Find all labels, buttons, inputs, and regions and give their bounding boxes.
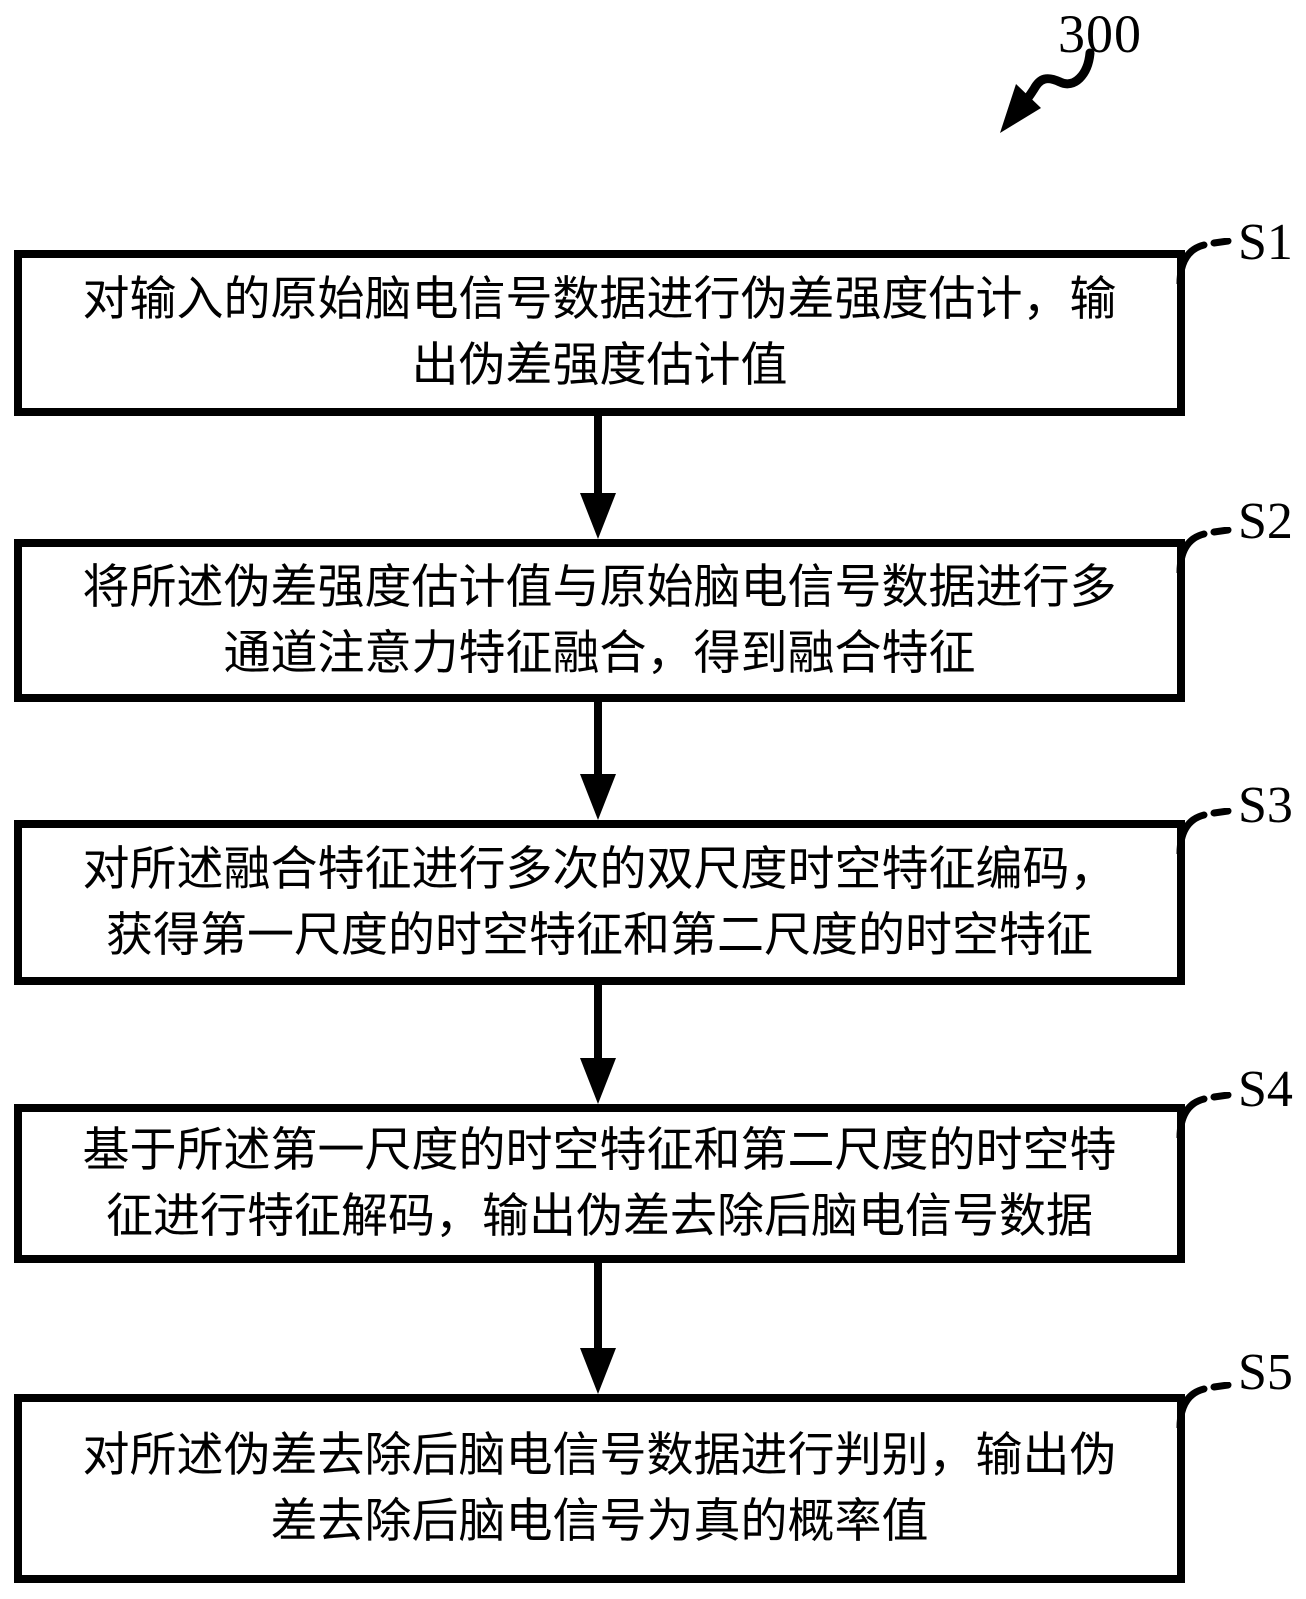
step-box-s1: 对输入的原始脑电信号数据进行伪差强度估计，输 出伪差强度估计值 (14, 250, 1185, 416)
arrow-head (580, 1058, 616, 1104)
step-label-s4: S4 (1238, 1061, 1293, 1118)
step-text-line: 对所述融合特征进行多次的双尺度时空特征编码， (82, 843, 1117, 896)
leader-line-s5-icon (1176, 1382, 1232, 1428)
step-text-line: 出伪差强度估计值 (411, 340, 788, 392)
figure-reference-squiggle-arrow-icon (1000, 48, 1095, 133)
step-text-line: 将所述伪差强度估计值与原始脑电信号数据进行多 (82, 561, 1117, 614)
leader-line-s3-icon (1176, 808, 1232, 854)
figure-reference-number: 300 (1058, 4, 1142, 64)
leader-line-s4-icon (1176, 1092, 1232, 1138)
step-text-line: 通道注意力特征融合，得到融合特征 (223, 627, 976, 680)
flow-arrow-down-icon (580, 1261, 616, 1394)
step-label-s2: S2 (1238, 493, 1293, 550)
step-text-line: 获得第一尺度的时空特征和第二尺度的时空特征 (106, 909, 1093, 962)
arrow-head (580, 493, 616, 539)
step-text-line: 差去除后脑电信号为真的概率值 (270, 1495, 929, 1548)
step-text-line: 基于所述第一尺度的时空特征和第二尺度的时空特 (82, 1124, 1117, 1177)
arrow-head (580, 774, 616, 820)
step-box-s3: 对所述融合特征进行多次的双尺度时空特征编码， 获得第一尺度的时空特征和第二尺度的… (14, 820, 1185, 985)
flow-arrow-down-icon (580, 983, 616, 1104)
arrow-head (580, 1348, 616, 1394)
arrow-shaft (594, 700, 602, 780)
step-text-line: 征进行特征解码，输出伪差去除后脑电信号数据 (106, 1190, 1093, 1243)
arrow-shaft (594, 1261, 602, 1354)
step-label-s5: S5 (1238, 1344, 1293, 1401)
step-text-line: 对所述伪差去除后脑电信号数据进行判别，输出伪 (82, 1429, 1117, 1482)
step-box-s2: 将所述伪差强度估计值与原始脑电信号数据进行多 通道注意力特征融合，得到融合特征 (14, 539, 1185, 702)
flow-arrow-down-icon (580, 416, 616, 539)
step-label-s3: S3 (1238, 777, 1293, 834)
flow-arrow-down-icon (580, 700, 616, 820)
arrow-shaft (594, 416, 602, 499)
leader-line-s2-icon (1176, 527, 1232, 573)
step-text-line: 对输入的原始脑电信号数据进行伪差强度估计，输 (82, 274, 1117, 326)
leader-line-s1-icon (1176, 238, 1232, 284)
step-box-s5: 对所述伪差去除后脑电信号数据进行判别，输出伪 差去除后脑电信号为真的概率值 (14, 1394, 1185, 1583)
step-label-s1: S1 (1238, 214, 1293, 271)
arrow-shaft (594, 983, 602, 1064)
step-box-s4: 基于所述第一尺度的时空特征和第二尺度的时空特 征进行特征解码，输出伪差去除后脑电… (14, 1104, 1185, 1263)
